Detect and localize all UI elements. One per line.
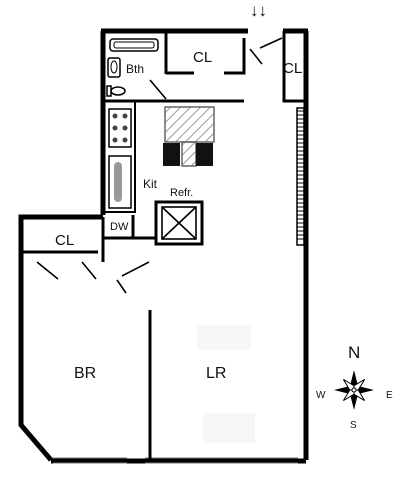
doors — [36, 37, 283, 294]
compass-rose: N E S W — [316, 343, 393, 431]
bedroom-label: BR — [74, 365, 96, 382]
kitchen-label: Kit — [143, 177, 158, 191]
bedroom-closet-door-a — [36, 261, 59, 280]
lr-faint-mark-top — [197, 325, 251, 350]
dishwasher-label: DW — [110, 221, 129, 233]
kitchen-fixtures — [108, 108, 132, 209]
entry-arrows: ↓↓ — [250, 1, 267, 20]
toilet-bowl — [110, 86, 126, 96]
right-window — [296, 107, 305, 246]
bedroom-closet-door-b — [81, 261, 97, 280]
bedroom-door-b — [121, 261, 150, 277]
wall-entry-closet — [282, 31, 304, 103]
bedroom-closet-label: CL — [55, 232, 74, 249]
wall-closet-right — [224, 38, 246, 75]
bath-door-leaf — [149, 79, 167, 100]
refrigerator-symbol — [161, 206, 197, 240]
sink-basin — [110, 60, 118, 74]
bath-label: Bth — [126, 62, 144, 76]
refrigerator-label: Refr. — [170, 187, 193, 199]
kitchen-counter — [104, 100, 136, 213]
stool-left — [163, 143, 180, 166]
compass-east: E — [386, 390, 393, 401]
compass-west: W — [316, 390, 326, 401]
bottom-windows — [53, 457, 298, 464]
compass-north: N — [348, 343, 360, 362]
compass-south: S — [350, 420, 357, 431]
entry-closet-door-leaf — [259, 37, 283, 49]
front-door-leaf — [249, 48, 263, 65]
bathroom-fixtures — [106, 38, 159, 97]
lr-faint-mark-bottom — [203, 413, 255, 443]
refrigerator-enclosure — [154, 200, 204, 246]
burners — [112, 113, 128, 143]
bedroom-door-a — [116, 279, 127, 294]
closet-entry-label: CL — [283, 60, 302, 77]
wall-left-bedroom — [18, 214, 103, 462]
sink — [107, 57, 121, 78]
living-room-label: LR — [206, 365, 226, 382]
dining-unit — [163, 106, 215, 167]
interior-walls — [21, 31, 304, 460]
closet-top-label: CL — [193, 49, 212, 66]
exterior-walls — [18, 28, 309, 464]
kitchen-sink — [108, 155, 132, 209]
bathtub-inner — [113, 41, 155, 49]
cooktop — [108, 108, 132, 148]
stool-right — [196, 143, 213, 166]
kitchen-sink-basin — [114, 162, 122, 202]
bathtub — [109, 38, 159, 52]
